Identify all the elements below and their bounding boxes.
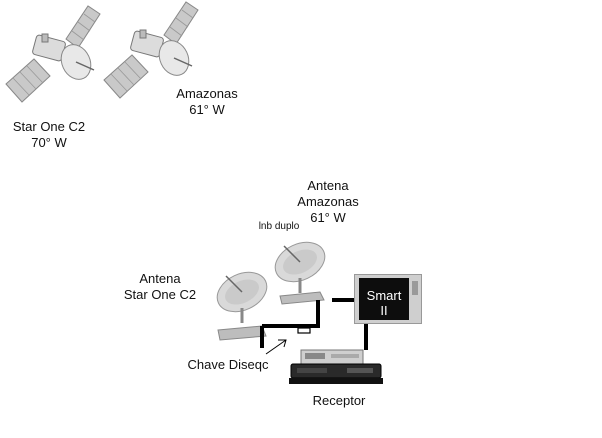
tv-label-line1: Smart: [366, 288, 402, 303]
antenna-star-one-label: Antena Star One C2: [116, 271, 204, 303]
satellite-1-label: Star One C2 70° W: [6, 119, 92, 151]
receiver-icon: [289, 349, 383, 384]
antenna-star-one-line2: Star One C2: [123, 287, 197, 302]
tv-label-line2: II: [380, 303, 388, 318]
switch-label: Chave Diseqc: [187, 357, 269, 372]
lnb-label: lnb duplo: [258, 221, 300, 232]
antenna-amazonas-label: Antena Amazonas 61° W: [288, 178, 368, 226]
tv-screen: Smart II: [359, 278, 409, 320]
satellite-2-label: Amazonas 61° W: [166, 86, 248, 118]
dish-antenna-star-one-icon: [216, 271, 268, 341]
antenna-amazonas-line3: 61° W: [310, 210, 346, 225]
antenna-amazonas-line2: Amazonas: [297, 194, 359, 209]
satellite-1-position: 70° W: [31, 135, 67, 150]
antenna-amazonas-line1: Antena: [307, 178, 349, 193]
satellite-2-position: 61° W: [189, 102, 225, 117]
antenna-star-one-line1: Antena: [139, 271, 181, 286]
dish-antenna-amazonas-icon: [274, 241, 326, 305]
satellite-1-name: Star One C2: [12, 119, 86, 134]
receiver-label: Receptor: [312, 393, 366, 408]
satellite-amazonas-icon: [103, 1, 199, 99]
tv-label: Smart II: [359, 278, 409, 318]
tv-side-panel: [412, 281, 418, 295]
satellite-2-name: Amazonas: [176, 86, 238, 101]
tv-monitor: Smart II: [354, 274, 422, 324]
satellite-star-one-c2-icon: [5, 5, 101, 103]
